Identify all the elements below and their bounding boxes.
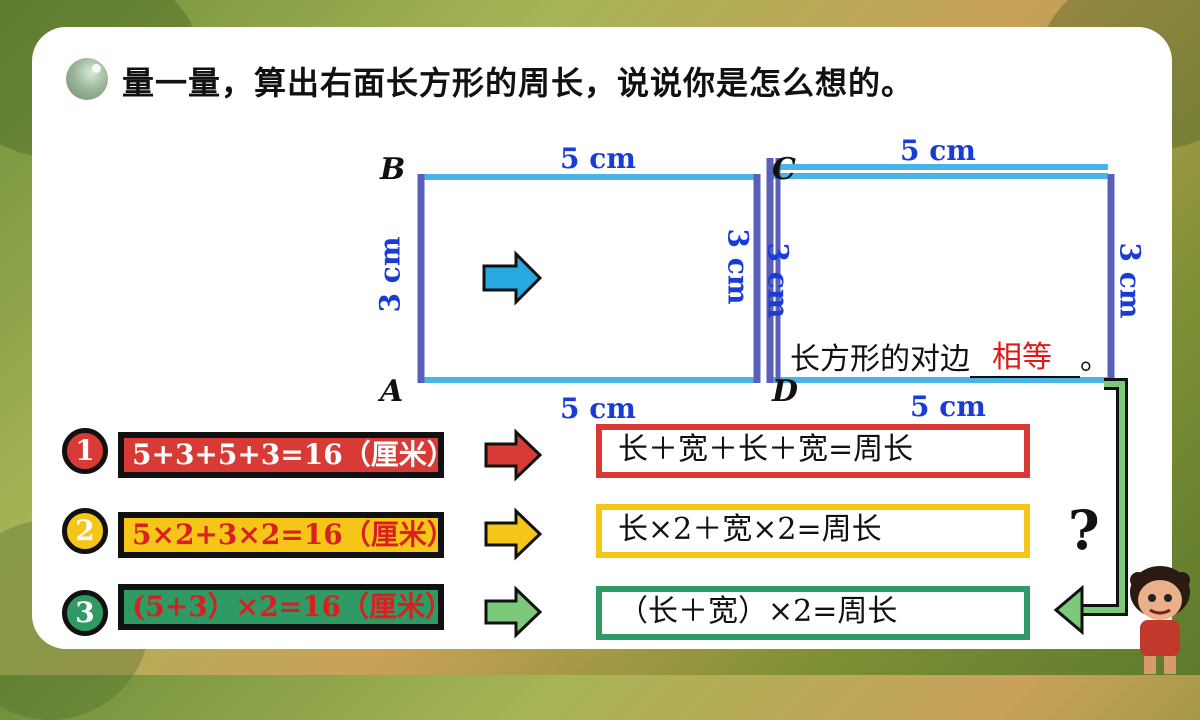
point-a-label: A [380,374,404,409]
point-b-label: B [380,152,406,187]
note-answer: 相等 [992,340,1052,375]
bubble-bullet-icon [66,58,108,100]
method3-formula: （长＋宽）×2=周长 [596,586,1030,640]
method3-number: 3 [62,590,108,636]
left-side-dimension: 3 cm [373,236,407,313]
right-right-side-dimension: 3 cm [1113,242,1147,319]
method3-equation: (5+3）×2=16（厘米） [118,584,453,630]
method2-formula: 长×2＋宽×2=周长 [596,504,1030,558]
method1-equation: 5+3+5+3=16（厘米） [118,432,455,478]
method1-number: 1 [62,428,108,474]
mascot-character-icon [1130,566,1190,674]
method2-number: 2 [62,508,108,554]
right-left-side-dimension: 3 cm [761,242,795,319]
right-bottom-dimension: 5 cm [910,390,986,423]
point-d-label: D [772,374,799,409]
method1-formula: 长＋宽＋长＋宽=周长 [596,424,1030,478]
question-mark: ? [1068,498,1100,562]
left-right-side-dimension: 3 cm [721,228,755,305]
right-top-dimension: 5 cm [900,134,976,167]
point-c-label: C [772,152,796,187]
note-suffix: 。 [1080,342,1110,377]
method2-equation: 5×2+3×2=16（厘米） [118,512,455,558]
left-top-dimension: 5 cm [560,142,636,175]
note-blank: 相等 [970,340,1080,378]
note-prefix: 长方形的对边 [790,342,970,377]
instruction-text: 量一量，算出右面长方形的周长，说说你是怎么想的。 [122,64,915,102]
left-bottom-dimension: 5 cm [560,392,636,425]
opposite-sides-note: 长方形的对边相等。 [790,334,1110,378]
